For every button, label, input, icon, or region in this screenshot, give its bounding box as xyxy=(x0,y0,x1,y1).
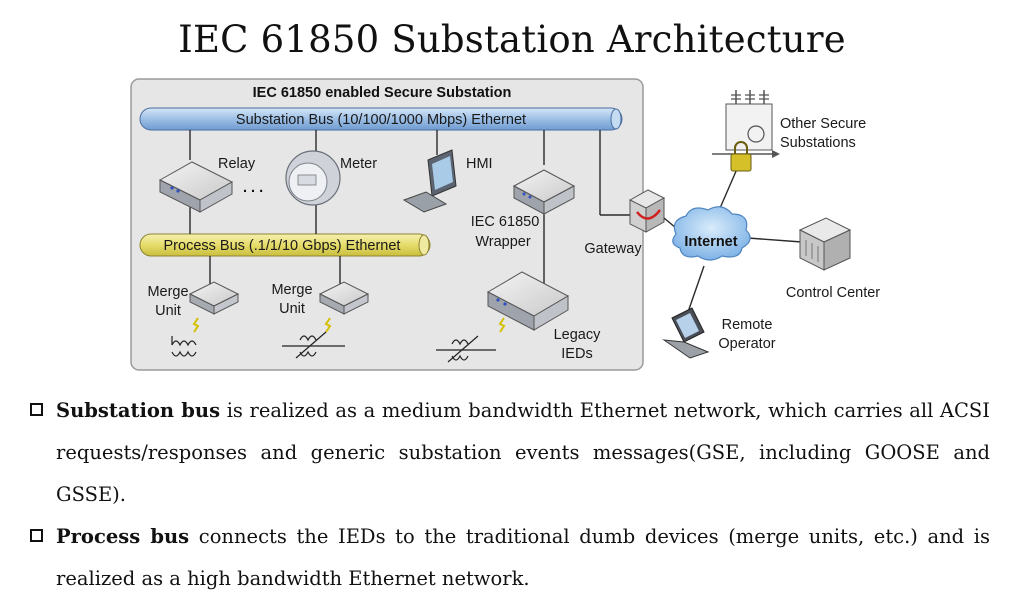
bullet-text: is realized as a medium bandwidth Ethern… xyxy=(56,399,990,506)
bus-connectors xyxy=(189,130,632,290)
meter-device xyxy=(285,150,341,206)
checkbox-bullet-icon xyxy=(30,403,43,416)
transformer-symbol-1 xyxy=(171,317,200,357)
bullet-process-bus: Process bus connects the IEDs to the tra… xyxy=(30,516,990,600)
internet-label: Internet xyxy=(684,234,737,250)
merge-unit-2-line1: Merge xyxy=(271,282,312,298)
merge-unit-1-line1: Merge xyxy=(147,284,188,300)
legacy-label-line2: IEDs xyxy=(561,346,592,362)
wrapper-label-line2: Wrapper xyxy=(475,234,531,250)
merge-unit-1-line2: Unit xyxy=(155,303,181,319)
wrapper-label-line1: IEC 61850 xyxy=(471,214,540,230)
bullet-text: connects the IEDs to the traditional dum… xyxy=(56,525,991,590)
gateway-label: Gateway xyxy=(584,241,642,257)
substation-bus xyxy=(139,107,623,131)
control-center-icon xyxy=(798,217,852,271)
substation-bus-label: Substation Bus (10/100/1000 Mbps) Ethern… xyxy=(236,112,526,128)
relay-label: Relay xyxy=(218,156,256,172)
transformer-symbol-3 xyxy=(436,317,506,363)
process-bus xyxy=(139,233,431,257)
other-substations-line2: Substations xyxy=(780,135,856,151)
wrapper-device xyxy=(512,169,576,215)
substation-diagram: IEC 61850 enabled Secure Substation Subs… xyxy=(130,78,880,371)
bullet-list: Substation bus is realized as a medium b… xyxy=(30,390,990,600)
legacy-ied-device xyxy=(486,271,570,331)
remote-operator-line1: Remote xyxy=(722,317,773,333)
hmi-device xyxy=(402,149,457,213)
bullet-term: Process bus xyxy=(56,525,190,548)
control-center-label: Control Center xyxy=(786,285,880,301)
ellipsis: . . . xyxy=(243,180,263,196)
checkbox-bullet-icon xyxy=(30,529,43,542)
bullet-term: Substation bus xyxy=(56,399,221,422)
internet-cloud xyxy=(672,206,751,261)
slide-title: IEC 61850 Substation Architecture xyxy=(178,18,846,61)
gateway-device xyxy=(628,189,666,233)
bullet-substation-bus: Substation bus is realized as a medium b… xyxy=(30,390,990,516)
relay-device xyxy=(158,161,234,213)
meter-label: Meter xyxy=(340,156,377,172)
panel-title: IEC 61850 enabled Secure Substation xyxy=(253,85,512,101)
merge-unit-2-device xyxy=(318,281,370,315)
transformer-symbol-2 xyxy=(282,317,345,359)
merge-unit-1-device xyxy=(188,281,240,315)
process-bus-label: Process Bus (.1/1/10 Gbps) Ethernet xyxy=(164,238,401,254)
other-substations-line1: Other Secure xyxy=(780,116,866,132)
remote-operator-icon xyxy=(662,307,710,359)
legacy-label-line1: Legacy xyxy=(554,327,602,343)
remote-operator-line2: Operator xyxy=(718,336,775,352)
merge-unit-2-line2: Unit xyxy=(279,301,305,317)
hmi-label: HMI xyxy=(466,156,493,172)
other-substations-icon xyxy=(712,90,780,172)
